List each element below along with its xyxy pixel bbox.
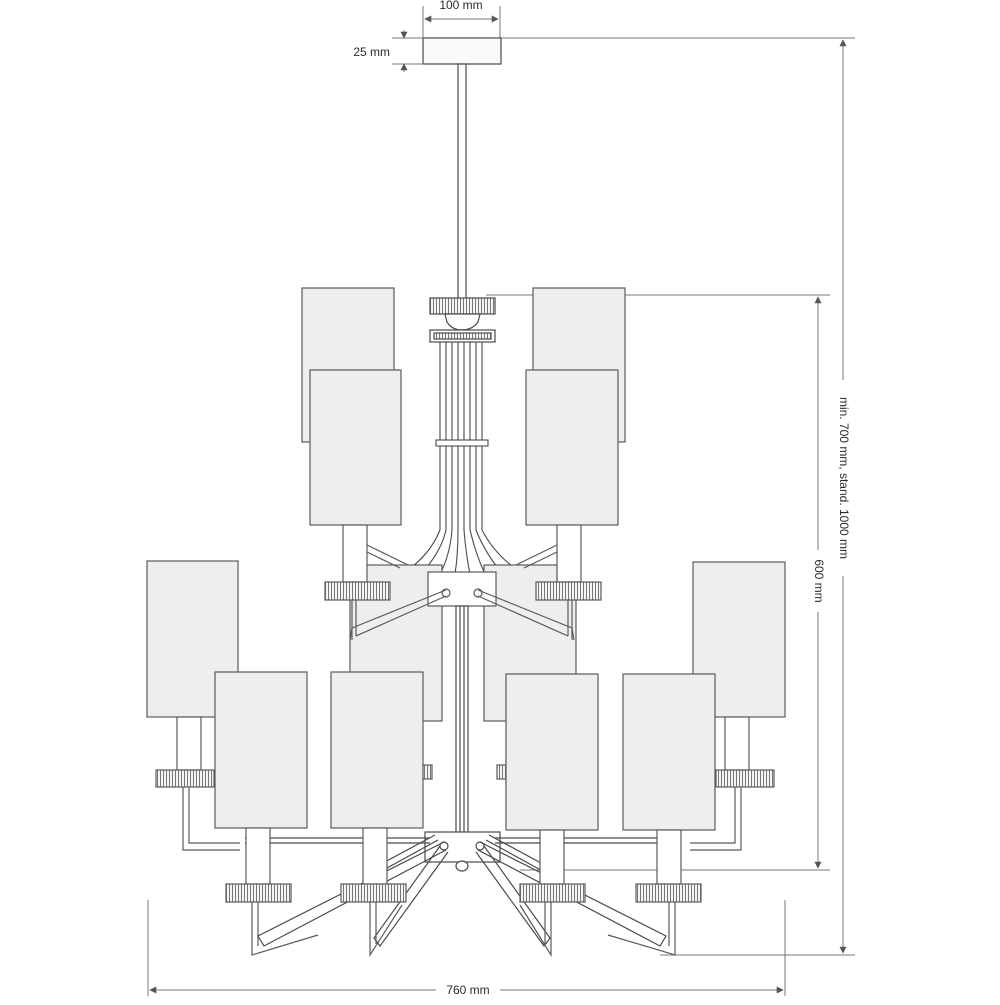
upper-collar (429, 297, 496, 343)
candle-sleeve (342, 524, 368, 583)
candle-sleeve (556, 524, 582, 583)
lower-hub-and-arms (245, 831, 680, 948)
candle-sleeve (245, 827, 271, 885)
canopy-width-label: 100 mm (439, 0, 482, 12)
lower-front-shades (214, 671, 716, 831)
lamp-shade (309, 369, 402, 526)
overall-height-label: min. 700 mm, stand. 1000 mm (837, 397, 851, 559)
ribbed-bobeche (715, 769, 775, 788)
outer-side-shades (146, 560, 786, 851)
lower-hub (424, 831, 501, 863)
canopy-height-label: 25 mm (353, 45, 390, 59)
suspension-rod (457, 63, 467, 301)
lamp-shade (146, 560, 239, 718)
central-rod-bundle (404, 342, 521, 575)
ribbed-bobeche (535, 581, 602, 601)
upper-front-lamps (309, 369, 619, 641)
candle-sleeve (362, 827, 388, 885)
candle-sleeve (724, 716, 750, 771)
ceiling-canopy (422, 37, 502, 65)
lamp-shade (525, 369, 619, 526)
canopy-and-rod (422, 37, 502, 301)
lower-lamp-holders (225, 827, 702, 958)
candle-sleeve (539, 829, 565, 885)
ribbed-bobeche (519, 883, 586, 903)
upper-hub (427, 571, 497, 607)
candle-sleeve (176, 716, 202, 771)
overall-width-label: 760 mm (446, 983, 489, 997)
lower-column (455, 605, 469, 835)
ribbed-bobeche (340, 883, 407, 903)
ribbed-bobeche (324, 581, 391, 601)
lamp-shade (505, 673, 599, 831)
ribbed-bobeche (635, 883, 702, 903)
ribbed-bobeche (155, 769, 215, 788)
lamp-shade (622, 673, 716, 831)
ribbed-bobeche (225, 883, 292, 903)
lamp-shade (214, 671, 308, 829)
candle-sleeve (656, 829, 682, 885)
lamp-shade (330, 671, 424, 829)
body-height-label: 600 mm (812, 559, 826, 602)
